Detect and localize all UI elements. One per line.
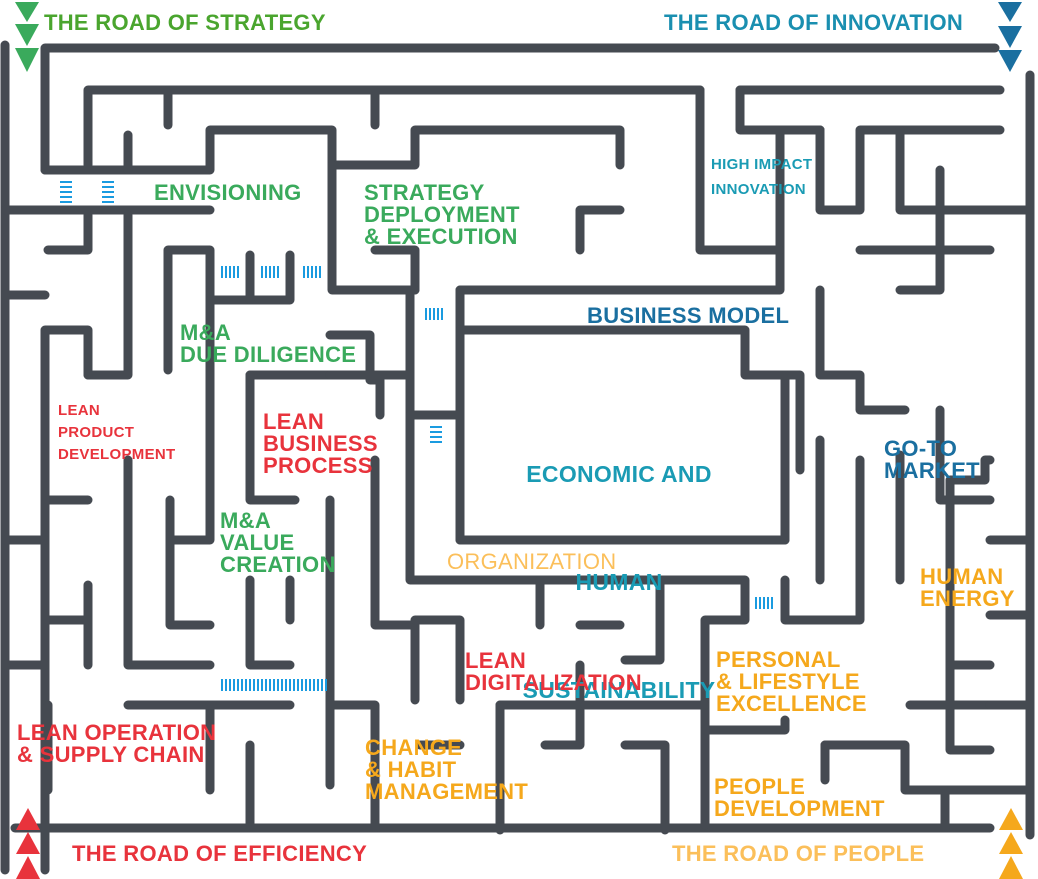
label-high-impact-innovation: HIGH IMPACT INNOVATION [711, 156, 813, 198]
center-goal: ECONOMIC AND HUMAN SUSTAINABILITY [500, 384, 738, 780]
maze-wall-group [0, 40, 1035, 875]
arrow-down-icon [998, 26, 1022, 48]
arrow-down-icon [15, 24, 39, 46]
arrow-down-icon [15, 2, 39, 22]
arrow-down-icon [998, 2, 1022, 22]
arrow-up-icon [999, 832, 1023, 854]
label-people-development: PEOPLE DEVELOPMENT [714, 774, 885, 821]
center-line-1: ECONOMIC AND [526, 461, 712, 487]
arrow-down-icon [998, 50, 1022, 72]
arrow-up-icon [999, 808, 1023, 830]
label-lean-business-process: LEAN BUSINESS PROCESS [263, 409, 378, 478]
label-organization: ORGANIZATION [447, 549, 617, 574]
road-of-innovation: THE ROAD OF INNOVATION [664, 10, 964, 35]
center-line-2: HUMAN [575, 569, 663, 595]
road-of-efficiency: THE ROAD OF EFFICIENCY [72, 841, 368, 866]
label-envisioning: ENVISIONING [154, 180, 302, 205]
ladder-bridges [60, 181, 773, 691]
road-of-people: THE ROAD OF PEOPLE [672, 841, 925, 866]
arrow-up-icon [16, 832, 40, 854]
arrow-down-icon [15, 48, 39, 72]
direction-arrows [15, 2, 1023, 879]
label-business-model: BUSINESS MODEL [587, 303, 790, 328]
label-ma-value-creation: M&A VALUE CREATION [220, 508, 336, 577]
arrow-up-icon [16, 856, 40, 879]
road-of-strategy: THE ROAD OF STRATEGY [44, 10, 326, 35]
label-lean-digitalization: LEAN DIGITALIZATION [465, 648, 642, 695]
center-line-3: SUSTAINABILITY [522, 677, 716, 703]
label-strategy-deployment: STRATEGY DEPLOYMENT & EXECUTION [364, 180, 520, 249]
arrow-up-icon [16, 808, 40, 830]
label-change-habit-management: CHANGE & HABIT MANAGEMENT [365, 735, 529, 804]
label-personal-lifestyle-excellence: PERSONAL & LIFESTYLE EXCELLENCE [716, 647, 867, 716]
label-ma-due-diligence: M&A DUE DILIGENCE [180, 320, 357, 367]
label-lean-product-development: LEAN PRODUCT DEVELOPMENT [58, 402, 176, 463]
label-human-energy: HUMAN ENERGY [920, 564, 1015, 611]
label-lean-operation-supply-chain: LEAN OPERATION & SUPPLY CHAIN [17, 720, 217, 767]
label-go-to-market: GO-TO MARKET [884, 436, 980, 483]
arrow-up-icon [999, 856, 1023, 879]
